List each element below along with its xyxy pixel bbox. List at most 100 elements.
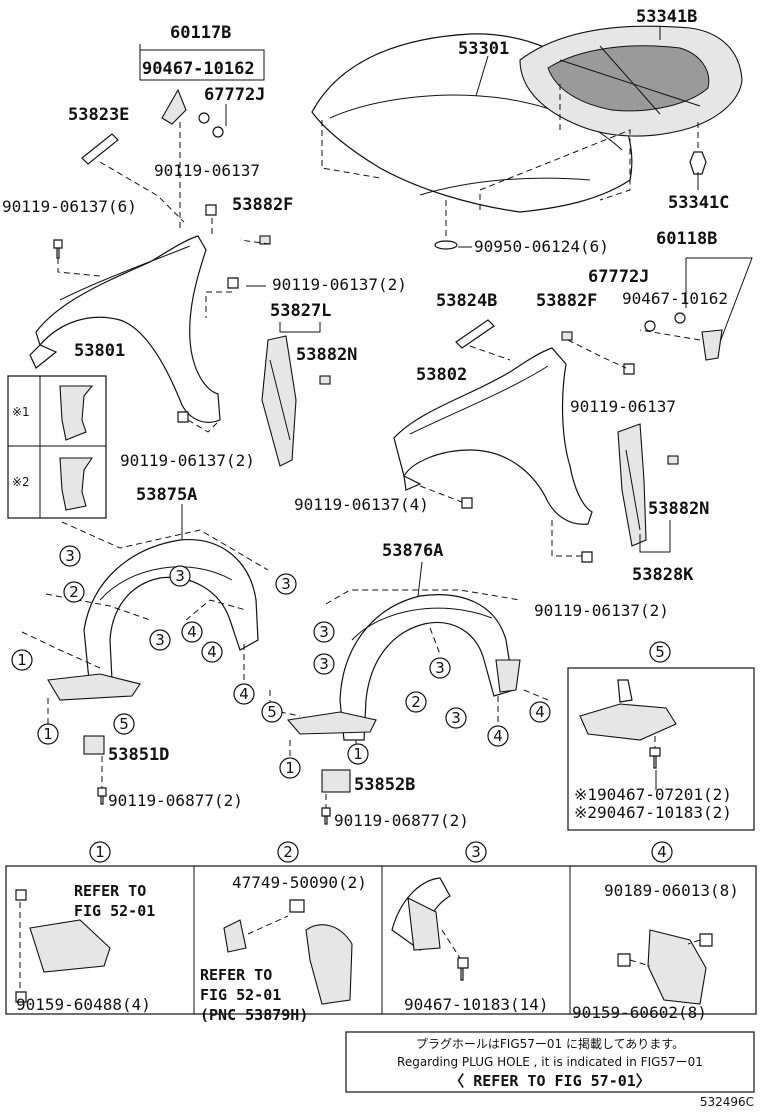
hood-insulator-53341B — [519, 25, 743, 137]
detail-1-fig-52-01: FIG 52-01 — [74, 902, 155, 920]
label-67772J-a: 67772J — [204, 85, 265, 105]
bracket-60118B-group — [685, 257, 753, 343]
liner-cushion-53882N-b — [667, 455, 679, 465]
fender-seal-53823E — [81, 133, 119, 165]
label-53876A: 53876A — [382, 541, 443, 561]
callout-3-a: 3 — [59, 545, 81, 567]
bracket-60117B-group — [139, 44, 265, 81]
callout-5-b: 5 — [261, 701, 283, 723]
callout-3-f: 3 — [429, 657, 451, 679]
svg-text:4: 4 — [535, 703, 545, 721]
svg-text:3: 3 — [319, 623, 329, 641]
svg-text:4: 4 — [493, 727, 503, 745]
leader-53876A — [417, 561, 423, 597]
label-90467-10183-14: 90467-10183(14) — [404, 995, 549, 1014]
svg-text:3: 3 — [175, 567, 185, 585]
svg-text:3: 3 — [65, 547, 75, 565]
callout-4-e: 4 — [487, 725, 509, 747]
label-53801: 53801 — [74, 341, 125, 361]
label-53827L: 53827L — [270, 301, 331, 321]
svg-text:2: 2 — [411, 693, 421, 711]
legend-mark-2: ※2 — [12, 475, 30, 489]
bracket-53828K — [639, 520, 671, 553]
hood-dashed-leaders — [321, 84, 699, 240]
callout-1-c: 1 — [347, 743, 369, 765]
label-90119-06137-2c: 90119-06137(2) — [534, 601, 669, 620]
label-90119-06137-2b: 90119-06137(2) — [120, 451, 255, 470]
label-60117B: 60117B — [170, 23, 231, 43]
callout-4-a: 4 — [181, 621, 203, 643]
label-90119-06137-4: 90119-06137(4) — [294, 495, 429, 514]
detail-3-parts — [391, 877, 469, 981]
svg-text:1: 1 — [353, 745, 363, 763]
svg-text:1: 1 — [43, 725, 53, 743]
bottom-detail-boxes — [5, 865, 757, 1015]
label-90119-06137-a: 90119-06137 — [154, 161, 260, 180]
label-53802: 53802 — [416, 365, 467, 385]
detail-4-parts — [617, 929, 713, 1005]
note-line-en: Regarding PLUG HOLE , it is indicated in… — [397, 1055, 703, 1069]
label-53852B: 53852B — [354, 775, 415, 795]
svg-text:5: 5 — [119, 715, 129, 733]
liner-seal-53851D — [83, 735, 105, 755]
svg-text:3: 3 — [281, 575, 291, 593]
callout-4-d: 4 — [529, 701, 551, 723]
label-90467-10162-a: 90467-10162 — [142, 59, 255, 79]
label-90467-10162-b: 90467-10162 — [622, 289, 728, 308]
label-53824B: 53824B — [436, 291, 497, 311]
label-53882F-b: 53882F — [536, 291, 597, 311]
fender-cushion-53882F — [259, 235, 271, 245]
fender-liner-53876A — [286, 594, 521, 741]
detail-1-parts — [15, 889, 111, 1003]
svg-text:1: 1 — [17, 651, 27, 669]
label-90119-06877-2b: 90119-06877(2) — [334, 811, 469, 830]
label-53828K: 53828K — [632, 565, 694, 585]
fender-cushion-53882F-b — [561, 331, 573, 341]
label-53823E: 53823E — [68, 105, 129, 125]
callout-3-e: 3 — [313, 621, 335, 643]
label-53341C: 53341C — [668, 193, 729, 213]
svg-text:5: 5 — [267, 703, 277, 721]
detail-2-parts — [223, 899, 353, 1005]
svg-text:3: 3 — [155, 631, 165, 649]
callout-1-detail: 1 — [89, 841, 111, 863]
front-fender-53801 — [29, 235, 221, 423]
hood-clip-53341C — [689, 151, 707, 175]
svg-text:5: 5 — [655, 643, 665, 661]
detail-2-pnc: (PNC 53879H) — [200, 1006, 308, 1024]
note-line-jp: プラグホールはFIG57ー01 に掲載してあります。 — [416, 1036, 684, 1051]
svg-text:2: 2 — [283, 843, 293, 861]
callout-3-g: 3 — [313, 653, 335, 675]
callout-4-detail: 4 — [651, 841, 673, 863]
svg-text:2: 2 — [69, 583, 79, 601]
callout-3-b: 3 — [169, 565, 191, 587]
label-90159-60488-4: 90159-60488(4) — [16, 995, 151, 1014]
label-90119-06877-2a: 90119-06877(2) — [108, 791, 243, 810]
callout-2-a: 2 — [63, 581, 85, 603]
svg-text:1: 1 — [285, 759, 295, 777]
label-53875A: 53875A — [136, 485, 197, 505]
fender-bolts-right — [461, 363, 635, 563]
label-60118B: 60118B — [656, 229, 717, 249]
callout-4-c: 4 — [233, 683, 255, 705]
plug-hole-note-box — [345, 1031, 755, 1093]
label-90159-60602-8: 90159-60602(8) — [572, 1003, 707, 1022]
fender-liner-53828K — [617, 423, 647, 547]
legend-mark-1: ※1 — [12, 405, 30, 419]
svg-text:4: 4 — [187, 623, 197, 641]
fender-bracket-60117B — [161, 88, 224, 138]
svg-text:3: 3 — [451, 709, 461, 727]
label-53882N-a: 53882N — [296, 345, 357, 365]
label-67772J-b: 67772J — [588, 267, 649, 287]
detail-2-fig-52-01: FIG 52-01 — [200, 986, 281, 1004]
label-47749-50090-2: 47749-50090(2) — [232, 873, 367, 892]
callout-2-b: 2 — [405, 691, 427, 713]
callout-2-detail: 2 — [277, 841, 299, 863]
label-53882N-b: 53882N — [648, 499, 709, 519]
label-90467-10183-2: ※290467-10183(2) — [574, 803, 732, 822]
detail-1-refer-to: REFER TO — [74, 882, 146, 900]
label-90950-06124-6: 90950-06124(6) — [474, 237, 609, 256]
fender-liner-53827L — [261, 335, 297, 467]
fender-bolts-left — [53, 204, 239, 423]
label-90119-06137-6: 90119-06137(6) — [2, 197, 137, 216]
